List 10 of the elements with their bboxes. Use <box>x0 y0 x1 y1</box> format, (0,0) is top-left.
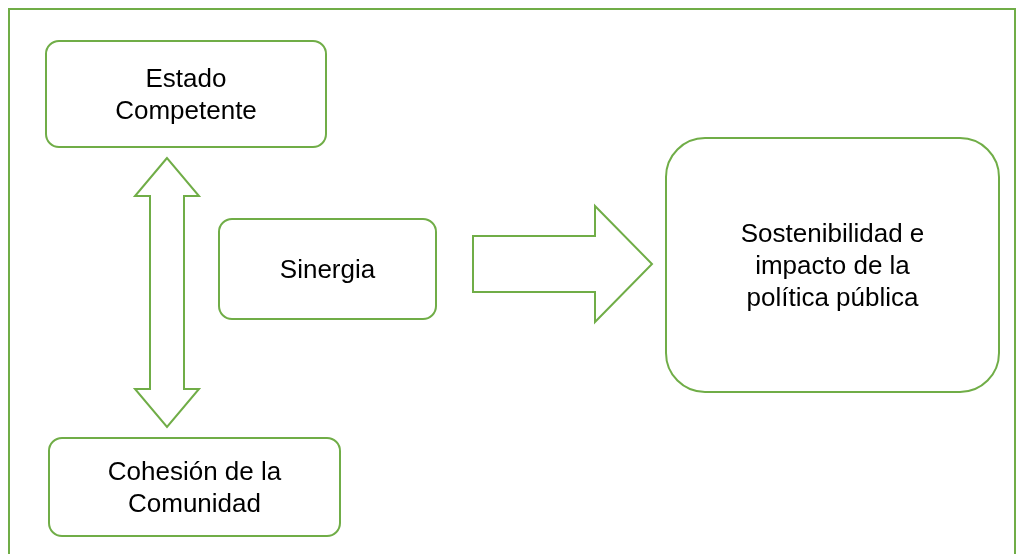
box-label: Sostenibilidad e impacto de la política pública <box>739 217 926 313</box>
box-label: Cohesión de la Comunidad <box>106 455 283 519</box>
box-label: Estado Competente <box>114 62 258 126</box>
block-arrow <box>472 203 654 325</box>
rounded-box <box>218 218 437 320</box>
block-arrow <box>132 156 202 429</box>
rounded-box <box>45 40 327 148</box>
rounded-box <box>665 137 1000 393</box>
box-label: Sinergia <box>279 253 376 285</box>
rounded-box <box>48 437 341 537</box>
